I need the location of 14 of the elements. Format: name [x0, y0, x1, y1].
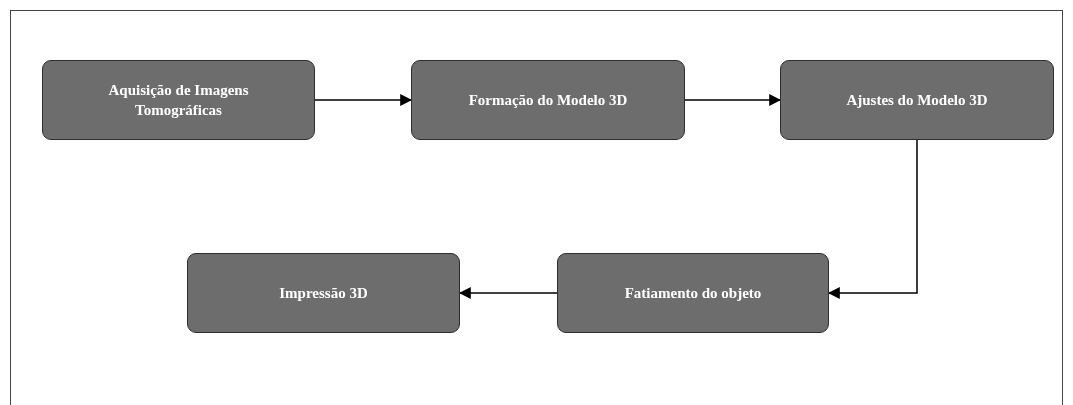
process-box — [42, 60, 315, 140]
process-box — [780, 60, 1054, 140]
process-label: Fatiamento do objeto — [624, 283, 762, 303]
process-label: Aquisição de Imagens Tomográficas — [107, 80, 250, 120]
process-label: Formação do Modelo 3D — [468, 90, 628, 110]
process-box — [411, 60, 685, 140]
arrow — [314, 94, 413, 106]
arrow — [458, 287, 558, 299]
process-label: Ajustes do Modelo 3D — [846, 90, 988, 110]
arrow — [684, 94, 782, 106]
process-box — [557, 253, 829, 333]
arrow — [827, 139, 918, 299]
process-box — [187, 253, 460, 333]
process-label: Impressão 3D — [279, 283, 368, 303]
